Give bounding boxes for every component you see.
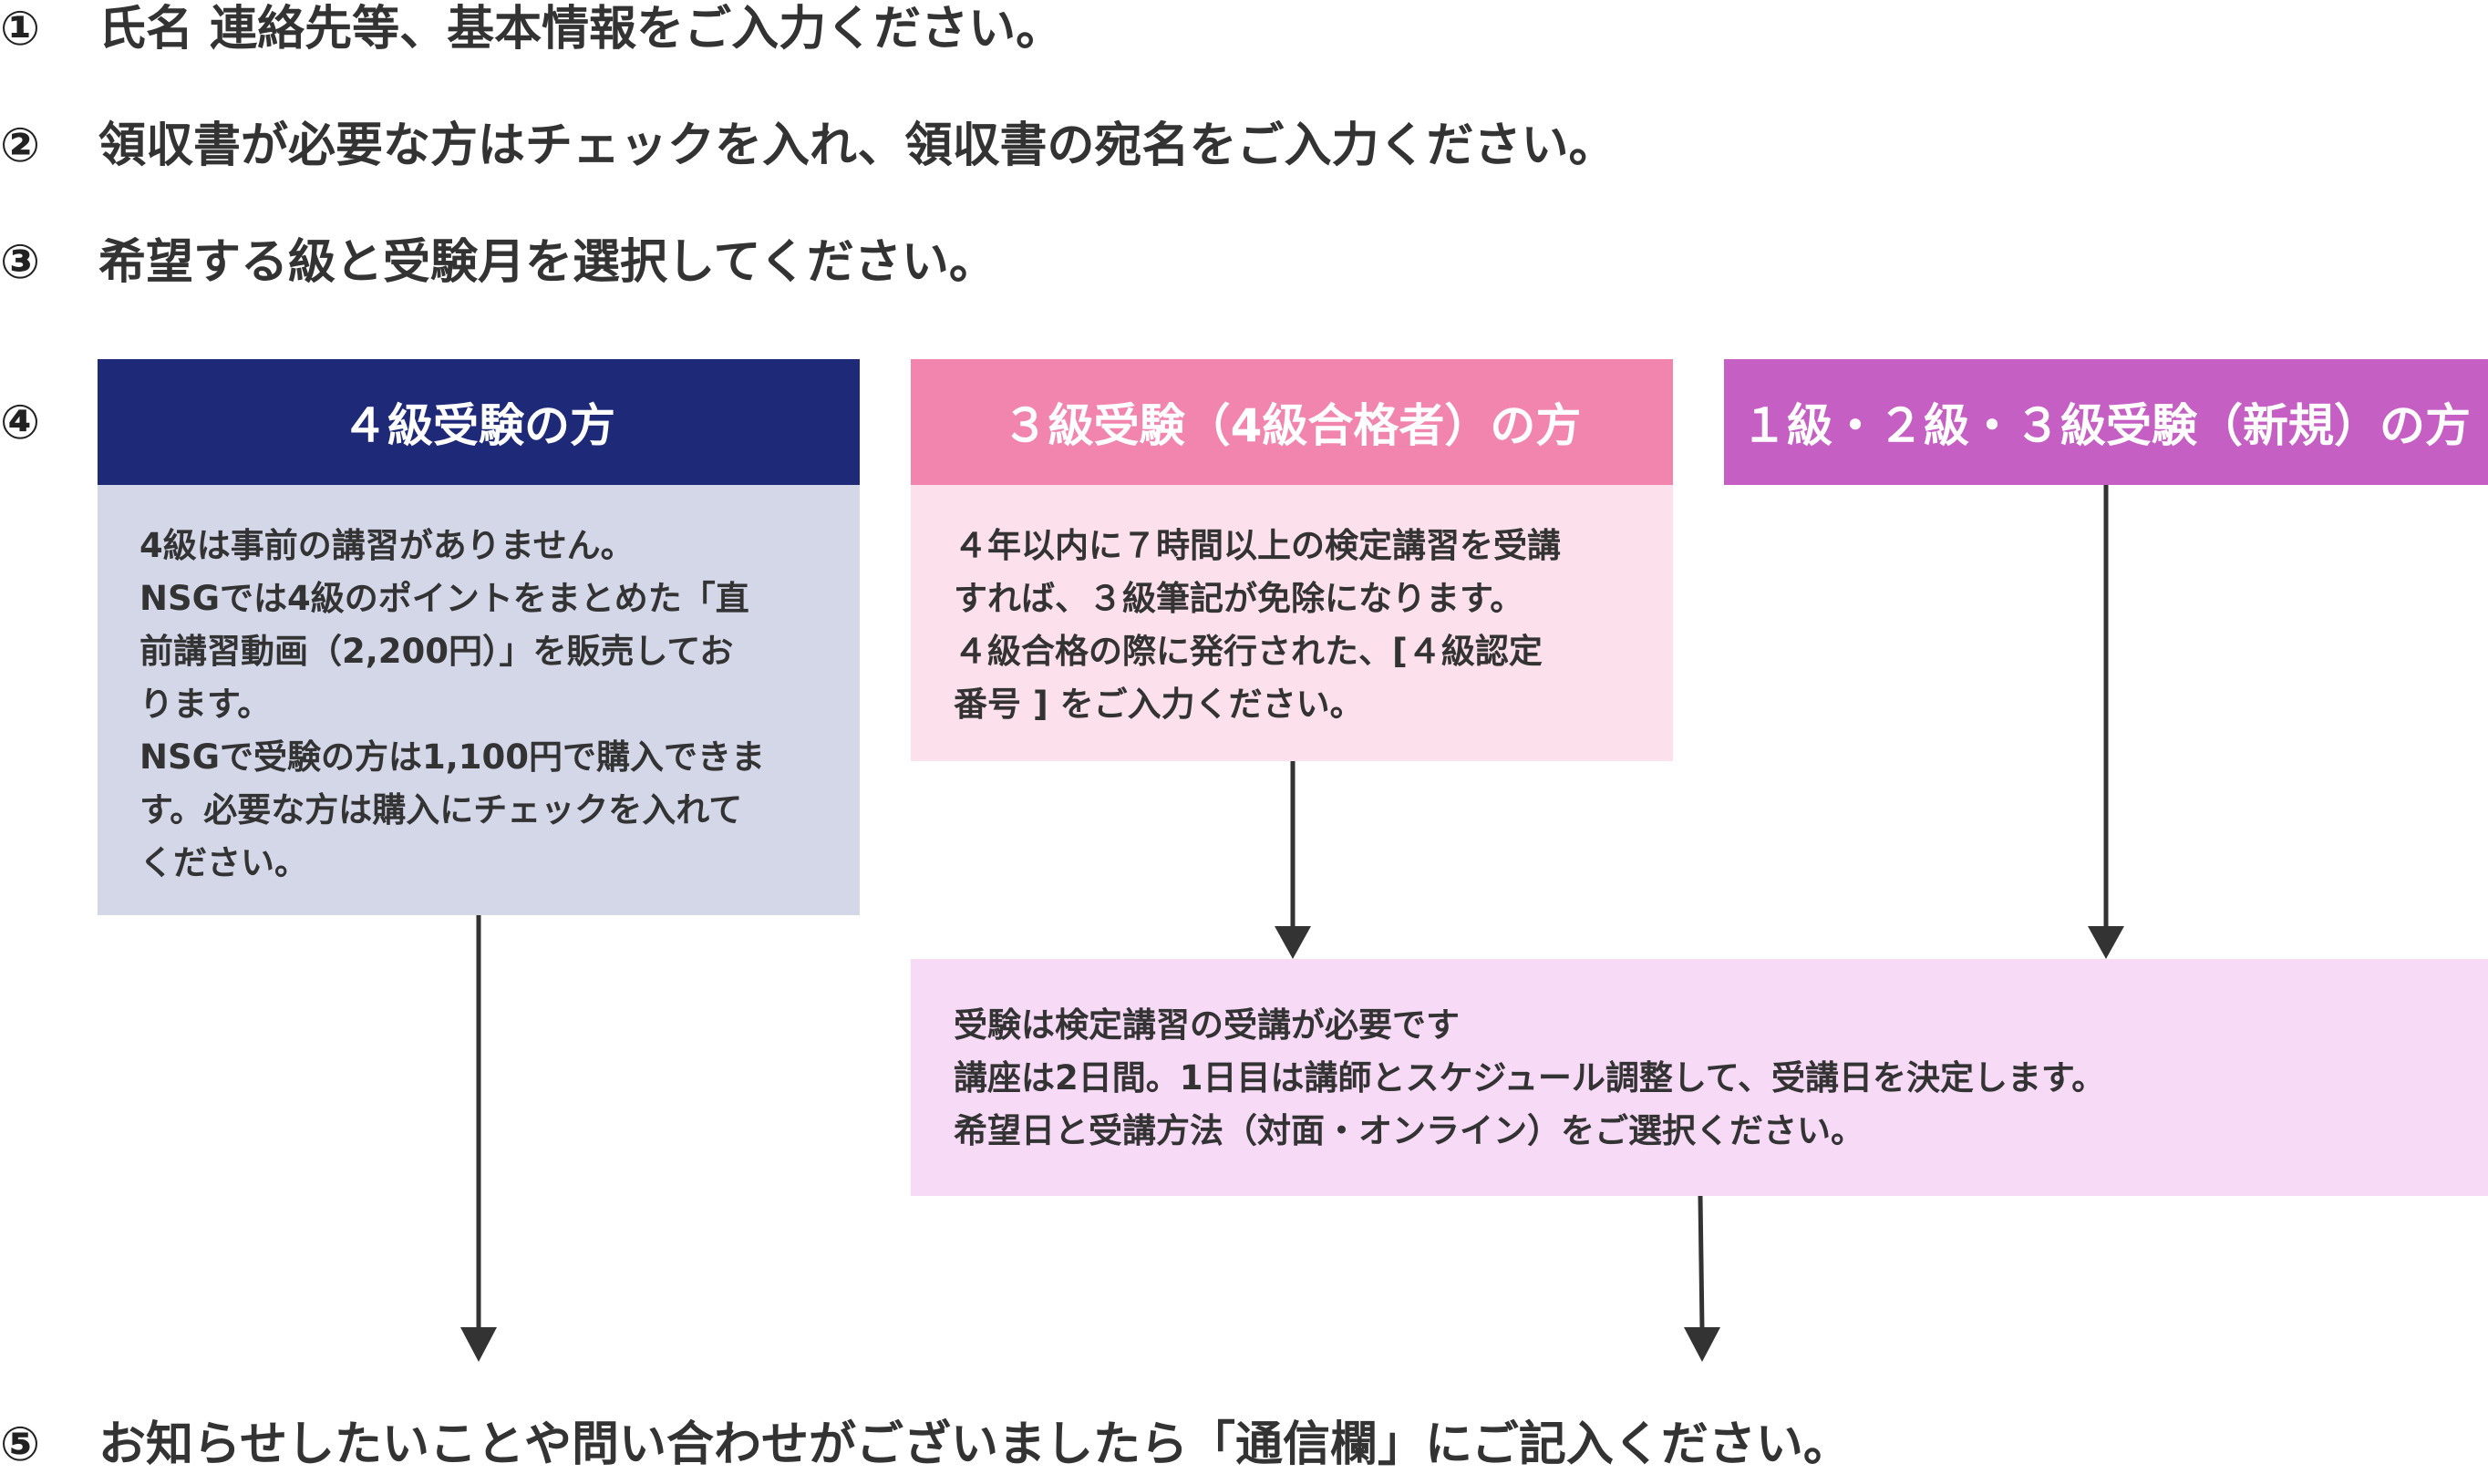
arrowhead-grade3	[1275, 926, 1311, 959]
step-3-text: 希望する級と受験月を選択してください。	[98, 235, 996, 290]
step-3-number: ③	[0, 235, 41, 290]
grade-new-header: １級・２級・３級受験（新規）の方	[1724, 359, 2488, 485]
step-5-text: お知らせしたいことや問い合わせがございましたら「通信欄」にご記入ください。	[98, 1417, 1851, 1472]
step-5-number: ⑤	[0, 1417, 41, 1472]
grade3-passed-line: ４年以内に７時間以上の検定講習を受講	[954, 526, 1561, 565]
arrowhead-grade-new	[2088, 926, 2124, 959]
grade3-passed-line: 番号 ] をご入力ください。	[954, 685, 1364, 724]
grade4-line: ください。	[139, 843, 308, 882]
grade4-line: NSGで受験の方は1,100円で購入できま	[139, 737, 766, 777]
arrowhead-course	[1684, 1327, 1720, 1362]
step-1-number: ①	[0, 2, 41, 57]
grade4-body: 4級は事前の講習がありません。 NSGでは4級のポイントをまとめた「直 前講習動…	[98, 485, 860, 915]
grade3-passed-title: ３級受験（4級合格者）の方	[1002, 399, 1582, 452]
step-4-number: ④	[0, 396, 41, 450]
step-2-number: ②	[0, 119, 41, 173]
grade3-passed-header: ３級受験（4級合格者）の方	[911, 359, 1673, 485]
grade4-title: ４級受験の方	[342, 399, 615, 452]
step-2-text: 領収書が必要な方はチェックを入れ、領収書の宛名をご入力ください。	[98, 119, 1616, 173]
course-info-line: 希望日と受講方法（対面・オンライン）をご選択ください。	[954, 1111, 1864, 1150]
grade4-line: ります。	[139, 685, 272, 724]
grade-new-title: １級・２級・３級受験（新規）の方	[1741, 399, 2471, 452]
course-info-line: 受験は検定講習の受講が必要です	[954, 1005, 1460, 1045]
grade4-line: 前講習動画（2,200円）」を販売してお	[139, 632, 734, 671]
grade4-line: NSGでは4級のポイントをまとめた「直	[139, 579, 749, 618]
step-1-text: 氏名 連絡先等、基本情報をご入力ください。	[98, 2, 1064, 57]
grade3-passed-line: ４級合格の際に発行された、[４級認定	[954, 632, 1543, 671]
course-info-line: 講座は2日間。1日目は講師とスケジュール調整して、受講日を決定します。	[954, 1058, 2106, 1098]
course-info-box: 受験は検定講習の受講が必要です 講座は2日間。1日目は講師とスケジュール調整して…	[911, 959, 2488, 1196]
arrow-course-to-step5	[1698, 1195, 1705, 1330]
grade3-passed-body: ４年以内に７時間以上の検定講習を受講 すれば、３級筆記が免除になります。 ４級合…	[911, 485, 1673, 761]
grade3-passed-line: すれば、３級筆記が免除になります。	[954, 579, 1524, 618]
grade4-line: す。必要な方は購入にチェックを入れて	[139, 790, 743, 830]
grade4-line: 4級は事前の講習がありません。	[139, 526, 635, 565]
arrowhead-grade4	[460, 1327, 497, 1362]
grade4-header: ４級受験の方	[98, 359, 860, 485]
